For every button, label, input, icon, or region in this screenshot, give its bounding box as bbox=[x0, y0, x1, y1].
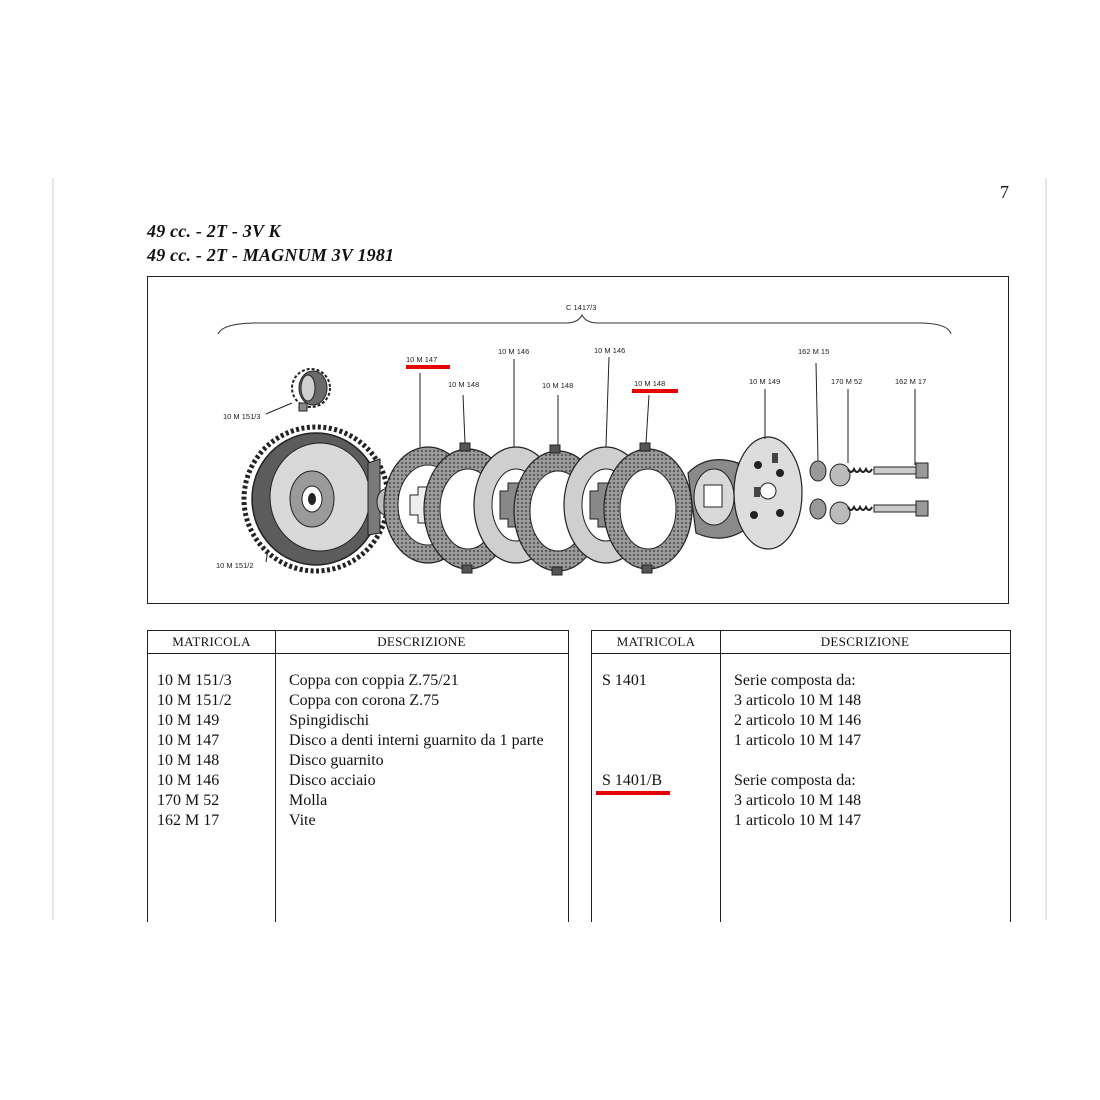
table-row-description: 1 articolo 10 M 147 bbox=[734, 812, 862, 829]
left-parts-table: MATRICOLA DESCRIZIONE 10 M 151/3 10 M 15… bbox=[147, 630, 569, 922]
descrizione-column: Serie composta da: 3 articolo 10 M 148 2… bbox=[734, 671, 861, 831]
column-header-matricola: MATRICOLA bbox=[172, 634, 251, 649]
table-row-code bbox=[602, 691, 662, 711]
diagram-label-10m148-c: 10 M 148 bbox=[634, 379, 665, 388]
table-row-code: 10 M 149 bbox=[157, 712, 220, 729]
table-row-code: 10 M 148 bbox=[157, 752, 220, 769]
table-row-description: Serie composta da: bbox=[734, 772, 856, 789]
table-row-description: Disco guarnito bbox=[289, 752, 384, 769]
pressure-plate-icon bbox=[733, 436, 803, 550]
table-row-description: Coppa con coppia Z.75/21 bbox=[289, 672, 459, 689]
diagram-label-c1417: C 1417/3 bbox=[566, 303, 596, 312]
matricola-column: 10 M 151/3 10 M 151/2 10 M 149 10 M 147 … bbox=[157, 671, 232, 831]
diagram-label-10m147: 10 M 147 bbox=[406, 355, 437, 364]
table-row-code: S 1401/B bbox=[602, 772, 663, 789]
exploded-clutch-diagram: C 1417/3 bbox=[147, 276, 1009, 604]
matricola-column: S 1401 S 1401/B bbox=[602, 671, 662, 831]
table-row-code: 162 M 17 bbox=[157, 812, 220, 829]
table-row-description bbox=[734, 751, 861, 771]
table-row-code: 10 M 146 bbox=[157, 772, 220, 789]
clutch-basket-icon bbox=[241, 424, 396, 574]
table-row-code bbox=[602, 751, 662, 771]
page-number: 7 bbox=[1000, 182, 1009, 202]
diagram-label-10m148-a: 10 M 148 bbox=[448, 380, 479, 389]
table-header-rule bbox=[148, 653, 568, 654]
model-title-1: 49 cc. - 2T - 3V K bbox=[147, 221, 281, 241]
table-row-code: 170 M 52 bbox=[157, 792, 220, 809]
highlight-mark-10m148 bbox=[632, 389, 678, 393]
table-row-description: Spingidischi bbox=[289, 712, 370, 729]
table-row-description: Disco a denti interni guarnito da 1 part… bbox=[289, 732, 544, 749]
table-row-description: Disco acciaio bbox=[289, 772, 376, 789]
highlight-mark-10m147 bbox=[406, 365, 450, 369]
right-parts-table: MATRICOLA DESCRIZIONE S 1401 S 1401/B Se… bbox=[591, 630, 1011, 922]
disc-10m148-icon-3 bbox=[603, 442, 693, 574]
descrizione-column: Coppa con coppia Z.75/21 Coppa con coron… bbox=[289, 671, 544, 831]
table-row-code: 10 M 151/2 bbox=[157, 692, 232, 709]
diagram-label-10m151-2: 10 M 151/2 bbox=[216, 561, 254, 570]
table-row-description: 3 articolo 10 M 148 bbox=[734, 792, 862, 809]
table-row-description: Serie composta da: bbox=[734, 672, 856, 689]
column-header-descrizione: DESCRIZIONE bbox=[820, 634, 910, 649]
table-row-code: S 1401 bbox=[602, 672, 647, 689]
diagram-label-10m148-b: 10 M 148 bbox=[542, 381, 573, 390]
diagram-label-10m146-b: 10 M 146 bbox=[594, 346, 625, 355]
diagram-label-162m15: 162 M 15 bbox=[798, 347, 829, 356]
diagram-label-10m149: 10 M 149 bbox=[749, 377, 780, 386]
right-margin-rule bbox=[1045, 178, 1047, 920]
table-row-description: 2 articolo 10 M 146 bbox=[734, 712, 862, 729]
clutch-diagram-svg: C 1417/3 bbox=[216, 303, 952, 576]
table-column-divider bbox=[275, 631, 276, 922]
table-row-code: 10 M 151/3 bbox=[157, 672, 232, 689]
table-row-code bbox=[602, 811, 662, 831]
model-title-2: 49 cc. - 2T - MAGNUM 3V 1981 bbox=[147, 245, 395, 265]
table-row-description: Vite bbox=[289, 812, 316, 829]
table-row-code bbox=[602, 731, 662, 751]
table-header-rule bbox=[592, 653, 1010, 654]
highlight-mark-s1401b bbox=[596, 791, 670, 795]
diagram-label-162m17: 162 M 17 bbox=[895, 377, 926, 386]
spring-and-screw-stack-icon bbox=[809, 460, 929, 525]
diagram-label-170m52: 170 M 52 bbox=[831, 377, 862, 386]
group-brace bbox=[217, 313, 952, 335]
table-row-description: 1 articolo 10 M 147 bbox=[734, 732, 862, 749]
diagram-label-10m146-a: 10 M 146 bbox=[498, 347, 529, 356]
table-row-code: 10 M 147 bbox=[157, 732, 220, 749]
leader-lines bbox=[265, 356, 916, 563]
table-row-description: Coppa con corona Z.75 bbox=[289, 692, 440, 709]
column-header-matricola: MATRICOLA bbox=[616, 634, 696, 649]
table-column-divider bbox=[720, 631, 721, 922]
pinion-gear-icon bbox=[291, 368, 331, 412]
left-margin-rule bbox=[52, 178, 54, 920]
table-row-code bbox=[602, 711, 662, 731]
column-header-descrizione: DESCRIZIONE bbox=[377, 634, 466, 649]
table-row-description: 3 articolo 10 M 148 bbox=[734, 692, 862, 709]
diagram-label-10m151-3: 10 M 151/3 bbox=[223, 412, 261, 421]
table-row-description: Molla bbox=[289, 792, 328, 809]
